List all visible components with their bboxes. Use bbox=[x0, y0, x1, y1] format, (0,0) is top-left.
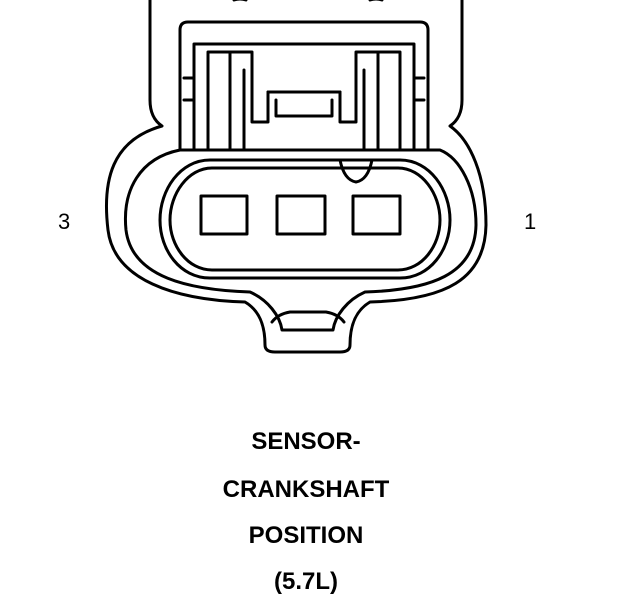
caption-line-3: POSITION bbox=[248, 522, 364, 549]
terminal-cavity-inner bbox=[168, 166, 442, 272]
caption-line-4: (5.7L) bbox=[273, 568, 338, 595]
latch-center-inner bbox=[274, 98, 334, 118]
caption-line-2: CRANKSHAFT bbox=[222, 476, 390, 503]
terminal-pin-1 bbox=[351, 194, 402, 236]
connector-inner-shell bbox=[123, 148, 478, 332]
terminal-cavity bbox=[158, 158, 452, 280]
terminal-pin-2 bbox=[275, 194, 327, 236]
latch-inner-frame bbox=[192, 42, 416, 152]
latch-right-side bbox=[362, 50, 380, 152]
connector-diagram bbox=[104, 0, 488, 354]
latch-right-ramp bbox=[338, 50, 402, 152]
connector-outer-shell bbox=[104, 0, 488, 354]
pin-label-3: 3 bbox=[58, 209, 71, 234]
key-notch bbox=[270, 310, 346, 324]
latch-right-tab bbox=[412, 76, 426, 102]
latch-frame bbox=[178, 20, 430, 152]
latch-left-side bbox=[228, 50, 246, 152]
terminal-pin-3 bbox=[199, 194, 249, 236]
latch-left-ramp bbox=[206, 50, 270, 152]
latch-left-tab bbox=[182, 76, 196, 102]
caption-line-1: SENSOR- bbox=[251, 428, 361, 455]
polarizing-bump bbox=[338, 158, 374, 184]
pin-label-1: 1 bbox=[524, 209, 537, 234]
